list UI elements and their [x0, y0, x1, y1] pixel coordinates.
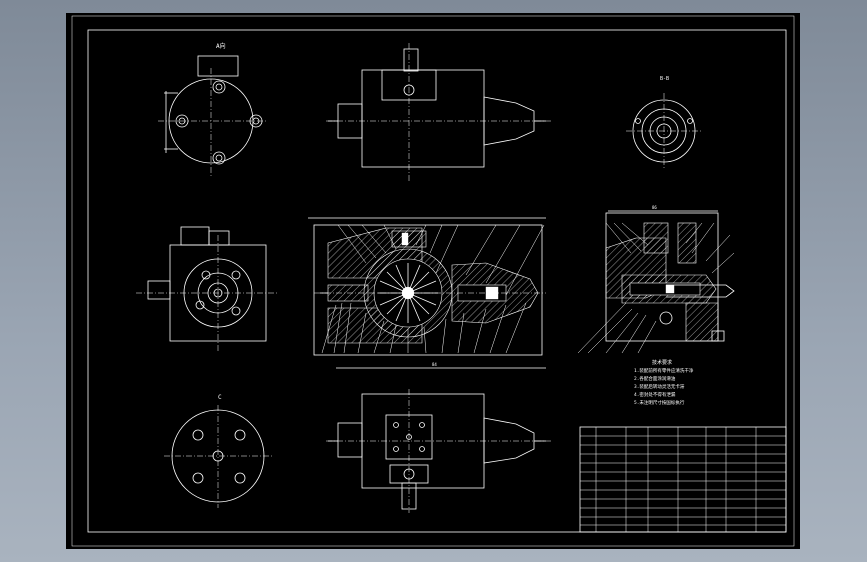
title-block [579, 426, 787, 533]
tech-req-title: 技术要求 [652, 359, 672, 366]
view-middle-left [136, 226, 278, 353]
outer-border [71, 15, 795, 547]
leader-lines-top [337, 224, 545, 296]
dimension-height: 86 [652, 205, 657, 210]
label-view-b: B-B [660, 76, 669, 82]
view-middle-right-section: 86 [577, 205, 735, 354]
tech-req-line-2: 2.各配合面涂润滑油 [634, 375, 676, 382]
technical-requirements: 技术要求 1.装配前所有零件应清洗干净 2.各配合面涂润滑油 3.装配后转动灵活… [634, 359, 694, 406]
label-view-a: A向 [216, 42, 226, 50]
label-view-c: C [218, 394, 222, 401]
tech-req-line-5: 5.未注明尺寸按国标执行 [634, 399, 685, 406]
cad-drawing: A向 B-B [71, 15, 795, 547]
view-top-center [326, 43, 551, 183]
drawing-sheet: A向 B-B [66, 13, 800, 549]
view-bottom-left: C [164, 394, 272, 508]
tech-req-line-1: 1.装配前所有零件应清洗干净 [634, 367, 694, 374]
inner-border [87, 29, 787, 533]
view-top-right: B-B [626, 76, 702, 169]
leader-lines-bottom [321, 302, 527, 354]
view-top-left: A向 [158, 42, 266, 178]
view-bottom-center [326, 389, 551, 513]
tech-req-line-4: 4.密封处不得有泄漏 [634, 391, 676, 398]
dimension-width: 84 [432, 362, 437, 367]
tech-req-line-3: 3.装配后转动灵活无卡滞 [634, 383, 685, 390]
view-middle-center-section: 84 [308, 217, 546, 369]
leader-lines-right [577, 222, 735, 354]
